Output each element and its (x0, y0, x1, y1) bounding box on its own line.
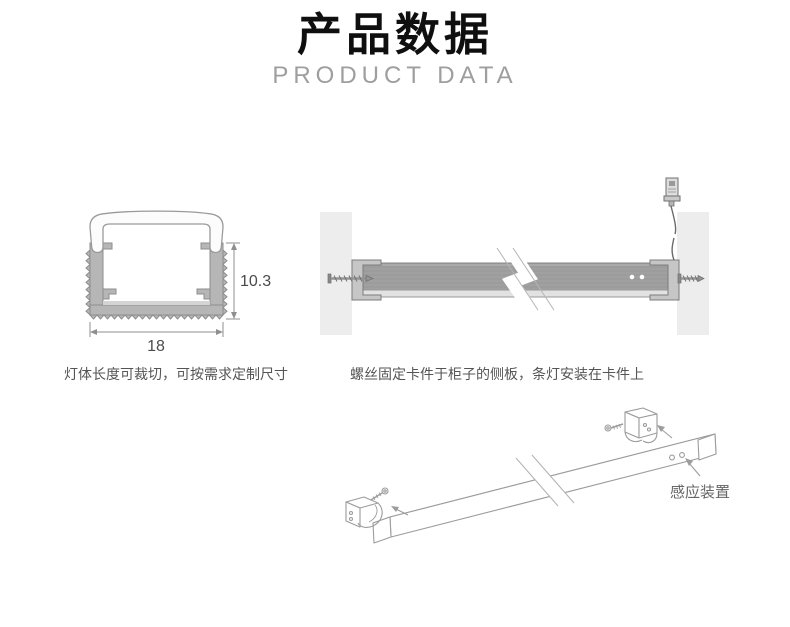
sensor-dot-3d (679, 452, 685, 458)
sensor-dot (639, 274, 645, 280)
right-serration (222, 248, 228, 316)
left-mounting-bracket (351, 259, 382, 301)
profile-caption: 灯体长度可裁切，可按需求定制尺寸 (64, 366, 288, 382)
break-symbol-3d (515, 454, 575, 507)
right-clip-arrow (657, 425, 673, 439)
installation-elevation-diagram (320, 177, 709, 335)
page-subtitle: PRODUCT DATA (272, 61, 518, 89)
break-symbol (496, 247, 555, 311)
right-screw (677, 273, 705, 284)
assembly-3d-diagram: 感应装置 (345, 407, 730, 544)
right-top-tab (200, 242, 211, 250)
right-cabinet-panel (677, 212, 709, 335)
diffuser-cover (89, 210, 224, 254)
bottom-serration (88, 314, 225, 320)
page-header: 产品数据 PRODUCT DATA (0, 10, 790, 90)
right-mounting-bracket (649, 259, 680, 301)
sensor-dot (629, 274, 635, 280)
right-ledge (196, 288, 211, 300)
power-connector (663, 177, 681, 261)
width-dimension (89, 322, 224, 337)
left-cabinet-panel (320, 212, 352, 335)
left-clip (345, 487, 409, 528)
width-dimension-label: 18 (147, 338, 165, 355)
right-clip-screw (604, 423, 624, 432)
sensor-dot-3d (669, 454, 675, 461)
profile-cross-section-diagram: 10.3 18 (85, 210, 271, 355)
installation-caption: 螺丝固定卡件于柜子的侧板，条灯安装在卡件上 (350, 366, 644, 382)
left-clip-screw (370, 487, 389, 501)
height-dimension-label: 10.3 (240, 273, 271, 290)
sensor-label: 感应装置 (670, 483, 730, 501)
sensor-label-arrow (685, 458, 701, 477)
left-clip-arrow (391, 506, 409, 516)
page-title: 产品数据 (296, 9, 493, 60)
left-screw (327, 273, 374, 284)
height-dimension (226, 242, 240, 320)
profile-body (85, 242, 228, 320)
cable (670, 205, 677, 261)
left-ledge (102, 288, 117, 300)
left-top-tab (102, 242, 113, 250)
left-serration (85, 248, 91, 316)
right-clip (604, 407, 673, 444)
